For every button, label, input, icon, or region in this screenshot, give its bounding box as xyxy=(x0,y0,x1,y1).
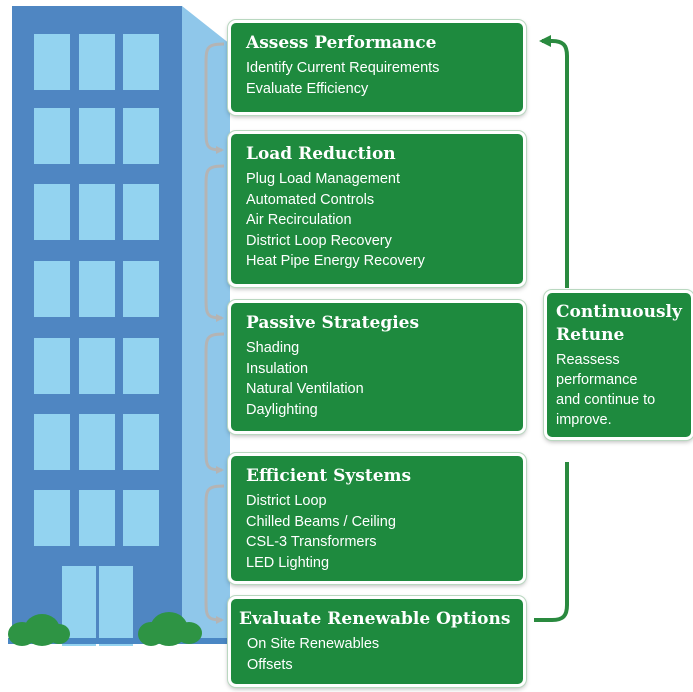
step-item: Air Recirculation xyxy=(246,212,352,228)
step-item: Daylighting xyxy=(246,401,318,418)
building-window xyxy=(34,184,70,240)
step-item: Identify Current Requirements xyxy=(246,60,440,76)
step-item: Insulation xyxy=(246,360,309,377)
building-window xyxy=(34,34,70,90)
bracket-arrow-2 xyxy=(204,164,225,322)
building-window xyxy=(123,184,159,240)
building-door xyxy=(99,566,133,646)
retune-line-2: performance xyxy=(556,372,638,388)
step-item: Chilled Beams / Ceiling xyxy=(246,513,396,530)
step-item: District Loop Recovery xyxy=(246,232,392,249)
building-window xyxy=(123,261,159,317)
building-window xyxy=(34,414,70,470)
retune-title-line-2: Retune xyxy=(556,325,625,345)
retune-title: Continuously Retune xyxy=(556,301,683,347)
step-item: LED Lighting xyxy=(246,554,330,571)
retune-line-4: improve. xyxy=(556,412,612,428)
building-window xyxy=(34,261,70,317)
building-window xyxy=(79,184,115,240)
building-front xyxy=(12,6,182,646)
step-item: Offsets xyxy=(247,656,293,673)
retune-description: Reassess performance and continue to imp… xyxy=(556,350,683,430)
step-title: Assess Performance xyxy=(246,33,437,53)
building-window xyxy=(79,34,115,90)
building-window xyxy=(123,34,159,90)
ground-line xyxy=(8,638,238,644)
building-window xyxy=(79,338,115,394)
step-item: Evaluate Efficiency xyxy=(246,80,369,97)
step-item: CSL-3 Transformers xyxy=(246,534,377,550)
step-item: On Site Renewables xyxy=(247,636,380,652)
step-title: Evaluate Renewable Options xyxy=(239,609,511,629)
step-brackets xyxy=(204,42,225,624)
building-window xyxy=(79,414,115,470)
step-title: Load Reduction xyxy=(246,144,396,164)
bracket-arrow-1 xyxy=(204,42,225,154)
building-window xyxy=(123,414,159,470)
shrub-icon xyxy=(176,622,202,644)
retune-line-3: and continue to xyxy=(556,392,656,408)
building-window xyxy=(79,261,115,317)
continuous-retune-box: Continuously Retune Reassess performance… xyxy=(544,290,693,440)
building-window xyxy=(123,490,159,546)
step-item: Automated Controls xyxy=(246,191,375,208)
building-window xyxy=(34,108,70,164)
step-item: Heat Pipe Energy Recovery xyxy=(246,253,425,269)
building-window xyxy=(34,490,70,546)
loop-arrow-bottom xyxy=(534,462,569,622)
retune-line-1: Reassess xyxy=(556,352,620,368)
step-item: Natural Ventilation xyxy=(246,381,364,397)
step-title: Efficient Systems xyxy=(246,466,412,486)
step-item: Shading xyxy=(246,340,300,356)
building-window xyxy=(79,490,115,546)
building-window xyxy=(123,338,159,394)
bracket-arrow-4 xyxy=(204,484,225,624)
building-window xyxy=(79,108,115,164)
step-title: Passive Strategies xyxy=(246,313,420,333)
building-window xyxy=(123,108,159,164)
step-item: Plug Load Management xyxy=(246,171,400,187)
building-window xyxy=(34,338,70,394)
shrub-icon xyxy=(48,624,70,644)
retune-title-line-1: Continuously xyxy=(556,302,682,322)
bracket-arrow-3 xyxy=(204,332,225,474)
loop-arrow-top xyxy=(539,35,569,288)
step-item: District Loop xyxy=(246,493,327,509)
step-box-evaluate-renewable-options: Evaluate Renewable Options On Site Renewa… xyxy=(228,596,526,687)
